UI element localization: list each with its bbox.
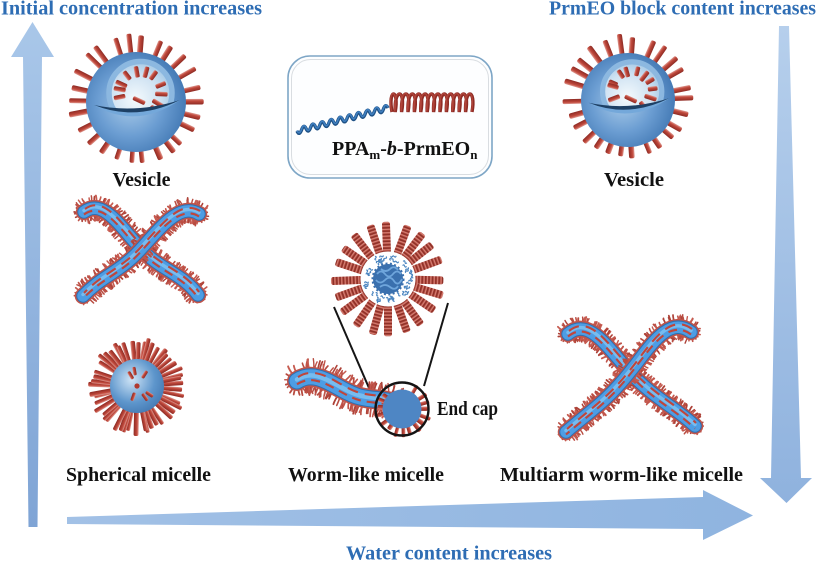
svg-text:Spherical micelle: Spherical micelle [66,464,211,486]
svg-text:Worm-like micelle: Worm-like micelle [288,464,444,486]
svg-text:End cap: End cap [437,398,498,420]
svg-text:PPAm-b-PrmEOn: PPAm-b-PrmEOn [332,138,478,162]
svg-text:Multiarm worm-like micelle: Multiarm worm-like micelle [500,464,743,486]
svg-text:Vesicle: Vesicle [113,169,171,191]
svg-text:Vesicle: Vesicle [604,169,664,191]
svg-text:Water content increases: Water content increases [346,543,552,561]
svg-text:Initial concentration increase: Initial concentration increases [1,0,262,20]
svg-text:PrmEO block content increases: PrmEO block content increases [549,0,816,20]
